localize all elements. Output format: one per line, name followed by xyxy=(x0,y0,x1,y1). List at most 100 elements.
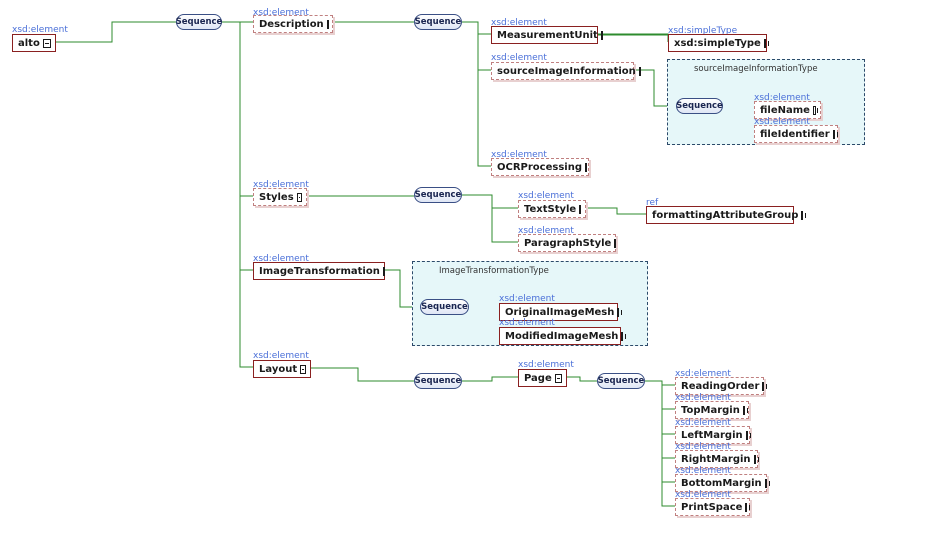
simple-type-tag: xsd:simpleType xyxy=(668,26,738,36)
collapse-icon[interactable] xyxy=(585,162,587,172)
source-image-information-tag: xsd:element xyxy=(491,53,547,63)
print-space-element[interactable]: PrintSpace xyxy=(675,498,751,516)
reading-order-label: ReadingOrder xyxy=(681,380,760,392)
image-transformation-element[interactable]: ImageTransformation xyxy=(253,262,385,280)
alto-tag: xsd:element xyxy=(12,25,68,35)
source-image-information-type-label: sourceImageInformationType xyxy=(694,64,818,74)
modified-image-mesh-label: ModifiedImageMesh xyxy=(505,330,619,342)
description-label: Description xyxy=(259,18,324,30)
image-transformation-tag: xsd:element xyxy=(253,254,309,264)
image-transformation-sequence[interactable]: Sequence xyxy=(420,299,469,315)
measurement-unit-element[interactable]: MeasurementUnit xyxy=(491,26,603,44)
left-margin-label: LeftMargin xyxy=(681,429,743,441)
bottom-margin-label: BottomMargin xyxy=(681,477,762,489)
collapse-icon[interactable] xyxy=(326,19,329,29)
expand-icon[interactable] xyxy=(621,331,627,341)
page-label: Page xyxy=(524,372,552,384)
file-identifier-label: fileIdentifier xyxy=(760,128,830,140)
expand-icon[interactable] xyxy=(763,38,769,48)
bottom-margin-element[interactable]: BottomMargin xyxy=(675,474,770,492)
left-margin-tag: xsd:element xyxy=(675,418,731,428)
collapse-icon[interactable] xyxy=(554,373,562,383)
original-image-mesh-label: OriginalImageMesh xyxy=(505,306,615,318)
paragraph-style-element[interactable]: ParagraphStyle xyxy=(518,234,617,252)
description-tag: xsd:element xyxy=(253,8,309,18)
alto-element[interactable]: alto xyxy=(12,34,56,52)
file-name-label: fileName xyxy=(760,104,810,116)
formatting-group-tag: ref xyxy=(646,198,659,208)
right-margin-tag: xsd:element xyxy=(675,442,731,452)
modified-mesh-tag: xsd:element xyxy=(499,318,555,328)
collapse-icon[interactable] xyxy=(638,66,641,76)
file-name-element[interactable]: fileName xyxy=(754,101,821,119)
formatting-attribute-group-node[interactable]: formattingAttributeGroup xyxy=(646,206,807,224)
styles-sequence[interactable]: Sequence xyxy=(414,187,462,203)
source-type-sequence[interactable]: Sequence xyxy=(676,98,723,114)
styles-element[interactable]: Styles xyxy=(253,188,307,206)
description-sequence[interactable]: Sequence xyxy=(414,14,462,30)
file-identifier-tag: xsd:element xyxy=(754,117,810,127)
file-identifier-element[interactable]: fileIdentifier xyxy=(754,125,838,143)
expand-icon[interactable] xyxy=(764,478,770,488)
text-style-label: TextStyle xyxy=(524,203,577,215)
expand-icon[interactable] xyxy=(832,129,838,139)
collapse-icon[interactable] xyxy=(579,204,582,214)
text-style-tag: xsd:element xyxy=(518,191,574,201)
layout-sequence[interactable]: Sequence xyxy=(414,373,462,389)
layout-label: Layout xyxy=(259,363,298,375)
original-mesh-tag: xsd:element xyxy=(499,294,555,304)
ocr-processing-tag: xsd:element xyxy=(491,150,547,160)
reading-order-tag: xsd:element xyxy=(675,369,731,379)
measurement-unit-tag: xsd:element xyxy=(491,18,547,28)
expand-icon[interactable] xyxy=(742,405,748,415)
simple-type-label: xsd:simpleType xyxy=(674,37,761,49)
collapse-icon[interactable] xyxy=(296,192,302,202)
right-margin-element[interactable]: RightMargin xyxy=(675,450,759,468)
file-name-tag: xsd:element xyxy=(754,93,810,103)
page-sequence[interactable]: Sequence xyxy=(597,373,645,389)
image-transformation-type-label: ImageTransformationType xyxy=(439,266,549,276)
top-margin-tag: xsd:element xyxy=(675,393,731,403)
modified-image-mesh-element[interactable]: ModifiedImageMesh xyxy=(499,327,627,345)
source-image-information-element[interactable]: sourceImageInformation xyxy=(491,62,641,80)
alto-label: alto xyxy=(18,37,40,49)
page-tag: xsd:element xyxy=(518,360,574,370)
right-margin-label: RightMargin xyxy=(681,453,751,465)
bottom-margin-tag: xsd:element xyxy=(675,466,731,476)
collapse-icon[interactable] xyxy=(42,38,51,48)
reading-order-element[interactable]: ReadingOrder xyxy=(675,377,768,395)
collapse-icon[interactable] xyxy=(600,30,603,40)
collapse-icon[interactable] xyxy=(382,266,385,276)
simple-type-node[interactable]: xsd:simpleType xyxy=(668,34,769,52)
sequence-compositor[interactable]: Sequence xyxy=(176,14,222,30)
layout-tag: xsd:element xyxy=(253,351,309,361)
expand-icon[interactable] xyxy=(745,430,751,440)
expand-icon[interactable] xyxy=(812,105,819,115)
text-style-element[interactable]: TextStyle xyxy=(518,200,586,218)
paragraph-style-label: ParagraphStyle xyxy=(524,237,612,249)
description-element[interactable]: Description xyxy=(253,15,333,33)
page-element[interactable]: Page xyxy=(518,369,567,387)
layout-element[interactable]: Layout xyxy=(253,360,311,378)
print-space-tag: xsd:element xyxy=(675,490,731,500)
top-margin-element[interactable]: TopMargin xyxy=(675,401,749,419)
original-image-mesh-element[interactable]: OriginalImageMesh xyxy=(499,303,623,321)
print-space-label: PrintSpace xyxy=(681,501,743,513)
formatting-attribute-group-label: formattingAttributeGroup xyxy=(652,209,799,221)
expand-icon[interactable] xyxy=(617,307,623,317)
top-margin-label: TopMargin xyxy=(681,404,740,416)
paragraph-style-tag: xsd:element xyxy=(518,226,574,236)
expand-icon[interactable] xyxy=(762,381,768,391)
styles-tag: xsd:element xyxy=(253,180,309,190)
styles-label: Styles xyxy=(259,191,294,203)
collapse-icon[interactable] xyxy=(300,364,306,374)
expand-icon[interactable] xyxy=(745,502,751,512)
left-margin-element[interactable]: LeftMargin xyxy=(675,426,751,444)
image-transformation-label: ImageTransformation xyxy=(259,265,380,277)
expand-icon[interactable] xyxy=(801,210,807,220)
expand-icon[interactable] xyxy=(753,454,759,464)
ocr-processing-element[interactable]: OCRProcessing xyxy=(491,158,589,176)
measurement-unit-label: MeasurementUnit xyxy=(497,29,598,41)
collapse-icon[interactable] xyxy=(614,238,617,248)
